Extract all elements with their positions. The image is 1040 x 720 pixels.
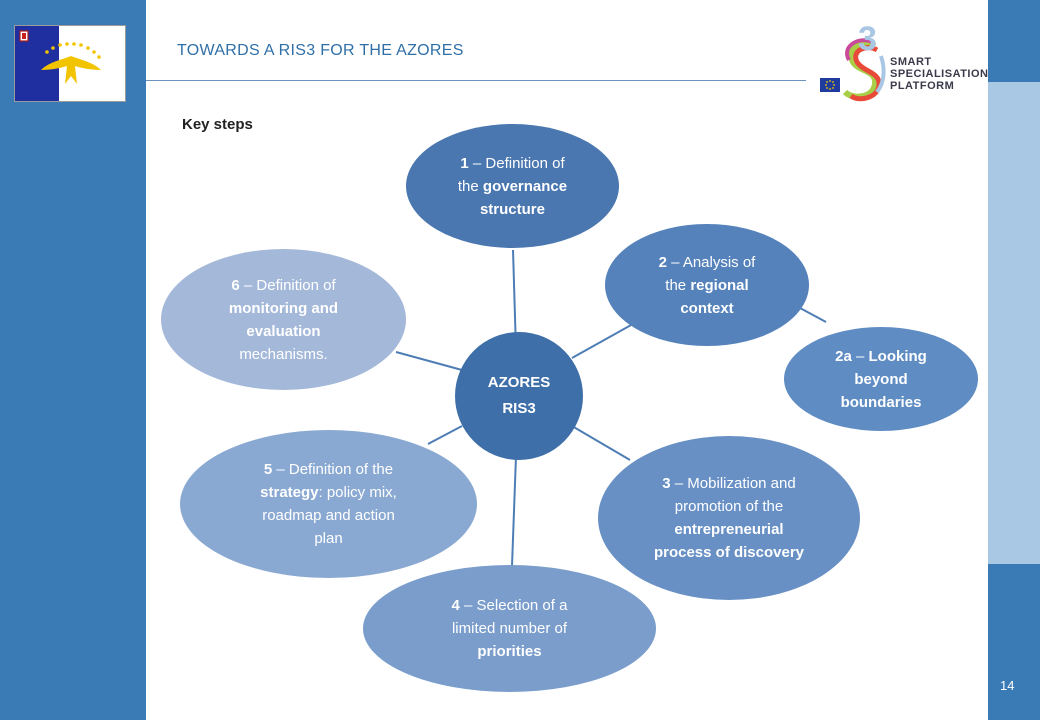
section-heading: Key steps [182, 116, 253, 133]
connector-step6 [395, 351, 463, 371]
node-step2a: 2a – Looking beyond boundaries [784, 327, 978, 431]
step2-text-run-1: – Analysis of the [665, 253, 756, 294]
node-step2-text: 2 – Analysis of the regional context [659, 251, 756, 320]
step5-text-run-0: 5 [263, 461, 273, 478]
step5-text-run-3: : policy mix, roadmap and action plan [262, 484, 397, 547]
center-line-1: AZORES [487, 374, 551, 391]
header-divider [146, 80, 806, 81]
step4-text-run-0: 4 [451, 597, 460, 614]
connector-step4 [511, 455, 517, 567]
node-step2: 2 – Analysis of the regional context [605, 224, 809, 346]
connector-step3 [571, 425, 631, 461]
step2-text-run-0: 2 [658, 253, 667, 271]
step6-text-run-0: 6 [231, 276, 240, 294]
node-step2a-text: 2a – Looking beyond boundaries [835, 345, 927, 414]
connector-step2a [799, 307, 827, 323]
logo-line-1: SMART [890, 56, 932, 68]
flag-emblem-icon [19, 30, 101, 84]
center-line-2: RIS3 [502, 400, 536, 417]
logo-digit: 3 [858, 20, 877, 58]
step3-text-run-1: – Mobilization and promotion of the [674, 475, 796, 515]
logo-wordmark: SMART SPECIALISATION PLATFORM [890, 56, 988, 92]
node-step3-text: 3 – Mobilization and promotion of the en… [654, 472, 804, 564]
node-step1-text: 1 – Definition of the governance structu… [458, 152, 567, 221]
step6-text-run-2: monitoring and evaluation [228, 299, 339, 340]
step5-text-run-2: strategy [260, 484, 319, 501]
node-step4: 4 – Selection of a limited number of pri… [363, 565, 656, 692]
step3-text-run-0: 3 [662, 475, 671, 492]
step6-text-run-3: mechanisms. [239, 345, 328, 363]
node-step6-text: 6 – Definition of monitoring and evaluat… [229, 274, 338, 366]
step4-text-run-1: – Selection of a limited number of [451, 597, 568, 637]
step2-text-run-2: regional context [680, 276, 749, 317]
node-step4-text: 4 – Selection of a limited number of pri… [452, 594, 568, 663]
node-step1: 1 – Definition of the governance structu… [406, 124, 619, 248]
step5-text-run-1: – Definition of the [276, 461, 394, 478]
azores-flag-icon [14, 25, 126, 102]
step2a-text-run-1: – [851, 347, 869, 365]
node-step5-text: 5 – Definition of the strategy: policy m… [260, 458, 397, 550]
step3-text-run-2: entrepreneurial process of discovery [653, 521, 805, 561]
step1-text-run-0: 1 [460, 154, 469, 172]
node-center: AZORES RIS3 [455, 332, 583, 460]
step6-text-run-1: – Definition of [243, 276, 336, 294]
right-accent-band [988, 82, 1040, 564]
connector-step5 [427, 425, 463, 445]
left-band [0, 0, 146, 720]
step1-text-run-2: governance structure [479, 177, 568, 218]
smart-specialisation-logo-icon [820, 38, 886, 102]
node-step6: 6 – Definition of monitoring and evaluat… [161, 249, 406, 390]
logo-line-3: PLATFORM [890, 80, 955, 92]
slide-header-title: TOWARDS A RIS3 FOR THE AZORES [177, 42, 464, 59]
logo-line-2: SPECIALISATION [890, 68, 989, 80]
step4-text-run-2: priorities [477, 643, 542, 660]
connector-step2 [571, 319, 641, 359]
page-number: 14 [1000, 678, 1015, 693]
step1-text-run-1: – Definition of the [457, 154, 565, 195]
step2a-text-run-0: 2a [835, 347, 852, 365]
node-step3: 3 – Mobilization and promotion of the en… [598, 436, 860, 600]
step2a-text-run-2: Looking beyond boundaries [840, 347, 927, 411]
node-step5: 5 – Definition of the strategy: policy m… [180, 430, 477, 578]
